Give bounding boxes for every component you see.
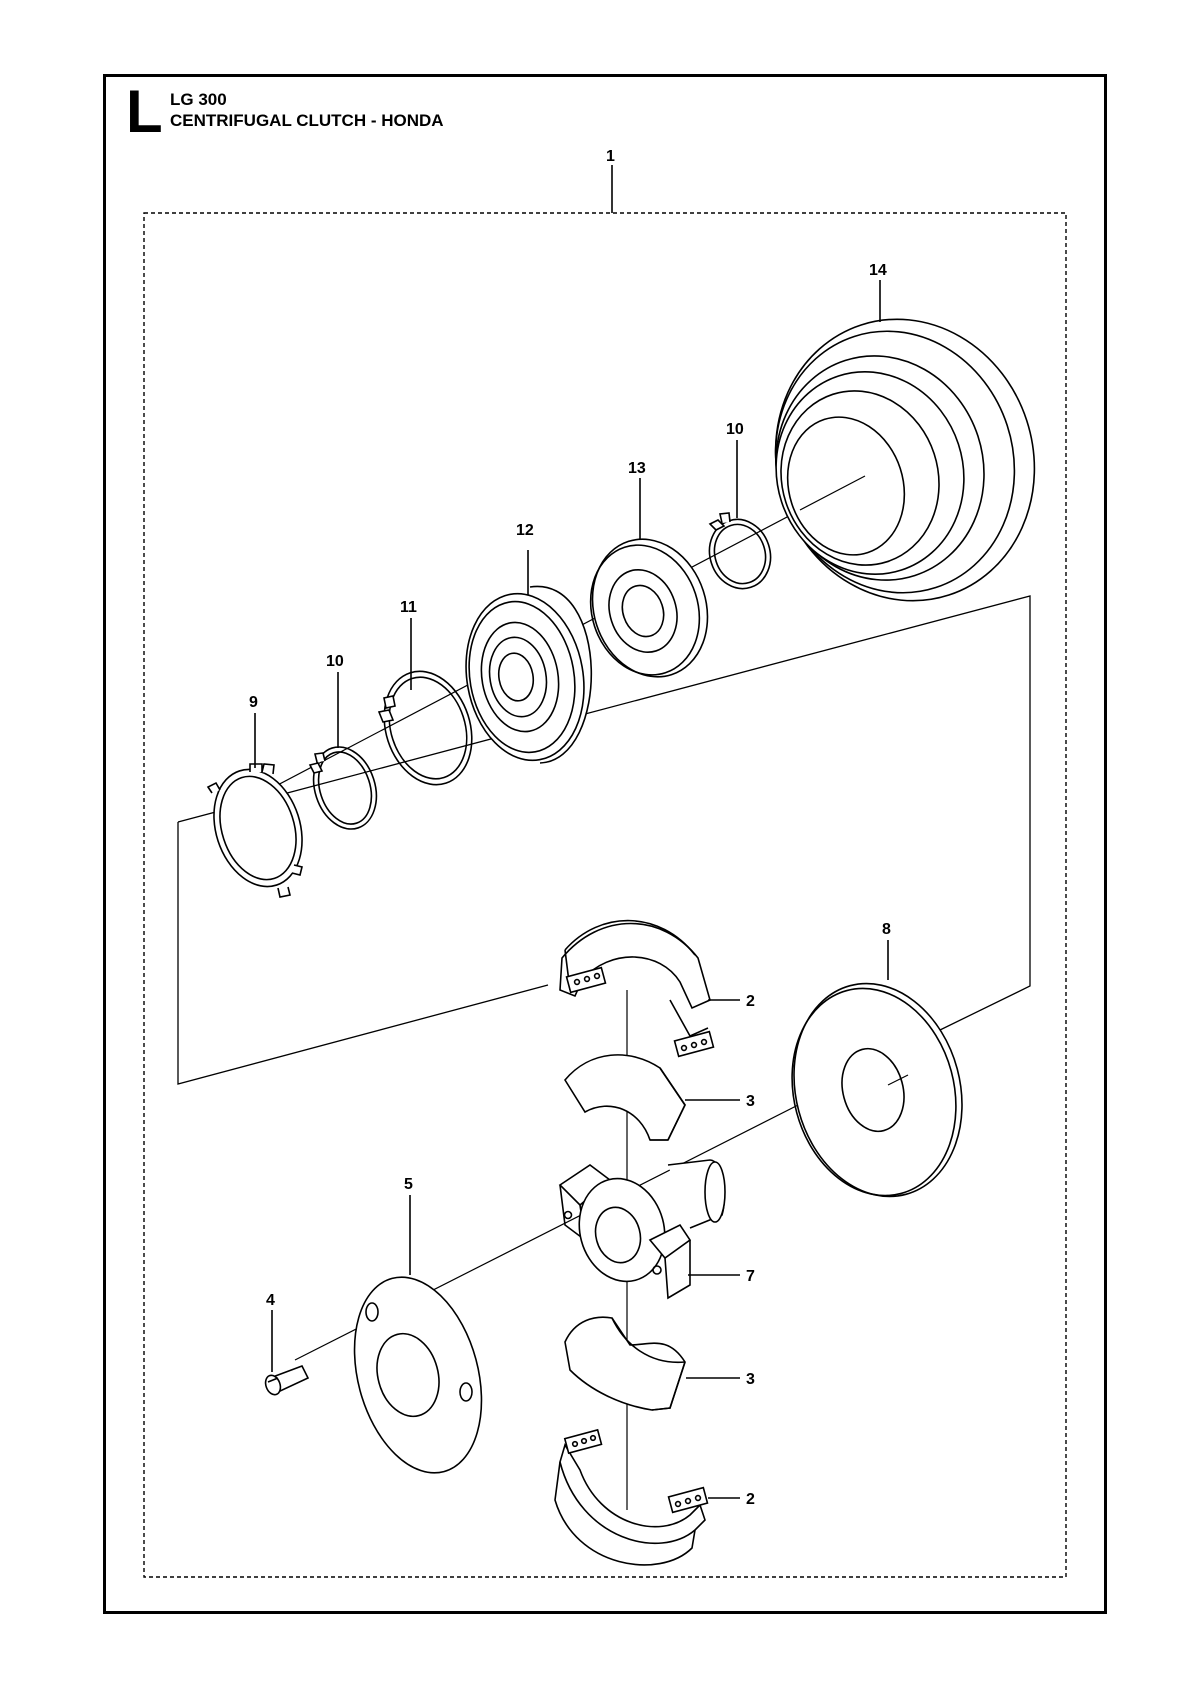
part-3-clutch-shoe-weight-upper — [564, 1054, 686, 1141]
callout-11: 11 — [400, 599, 417, 616]
callout-3-lower: 3 — [746, 1371, 755, 1388]
part-3-clutch-shoe-weight-lower — [564, 1316, 686, 1411]
callout-4: 4 — [266, 1292, 275, 1309]
callout-14: 14 — [869, 262, 887, 279]
callout-12: 12 — [516, 522, 534, 539]
part-8-washer — [791, 982, 963, 1198]
callout-10-upper: 10 — [726, 421, 744, 438]
section-letter: L — [126, 78, 163, 145]
drawing-frame — [103, 74, 1107, 1614]
diagram-title: CENTRIFUGAL CLUTCH - HONDA — [170, 111, 444, 130]
part-4-screw — [264, 1364, 310, 1396]
callout-13: 13 — [628, 460, 646, 477]
callout-2-lower: 2 — [746, 1491, 755, 1508]
part-11-circlip — [377, 670, 473, 786]
part-2-clutch-shoe-lower — [554, 1428, 709, 1566]
callout-2-upper: 2 — [746, 993, 755, 1010]
callout-8: 8 — [882, 921, 891, 938]
part-2-clutch-shoe-upper — [559, 919, 715, 1058]
kit-boundary — [143, 212, 1067, 1578]
part-14-clutch-drum — [774, 318, 1036, 602]
model-name: LG 300 — [170, 90, 227, 109]
callout-1: 1 — [606, 148, 615, 165]
part-12-ball-bearing — [465, 585, 593, 764]
part-10-circlip-upper — [708, 512, 772, 590]
assembly-link-line — [177, 595, 1031, 1031]
callout-10-lower: 10 — [326, 653, 344, 670]
part-10-circlip-lower — [308, 746, 378, 830]
assembly-link-line-lower — [177, 822, 549, 1085]
callout-7: 7 — [746, 1268, 755, 1285]
callout-5: 5 — [404, 1176, 413, 1193]
part-13-washer-bearing — [589, 538, 709, 678]
part-5-side-plate — [353, 1276, 483, 1474]
part-9-retaining-ring — [206, 763, 303, 898]
part-7-clutch-hub — [558, 1159, 726, 1300]
callout-9: 9 — [249, 694, 258, 711]
callout-3-upper: 3 — [746, 1093, 755, 1110]
